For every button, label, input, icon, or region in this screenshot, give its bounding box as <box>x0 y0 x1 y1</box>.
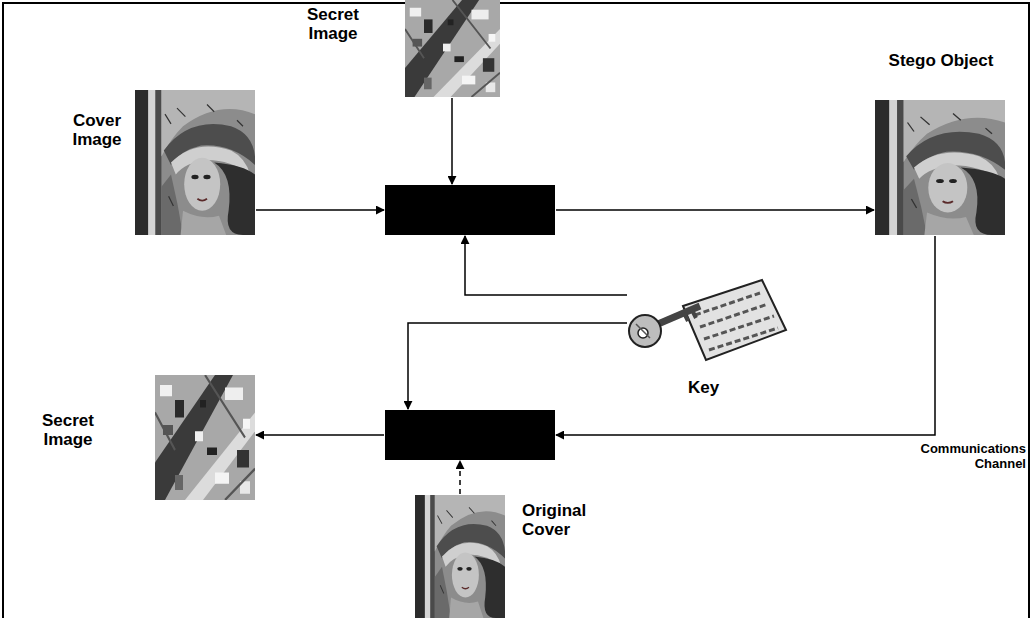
secret-image-picture <box>155 375 255 500</box>
image-label: Stego Object <box>866 52 1016 71</box>
secret-image-node: Secret Image <box>405 0 500 97</box>
image-label: Original Cover <box>522 502 596 539</box>
frame <box>3 3 1029 618</box>
secret-image-picture <box>405 0 500 97</box>
original-cover-picture <box>415 495 505 618</box>
image-label: Key <box>688 379 738 398</box>
original-cover-node: Original Cover <box>415 495 505 618</box>
stego-object-node: Stego Object <box>875 100 1005 235</box>
image-label: Cover Image <box>66 112 128 149</box>
embed-box <box>385 185 555 235</box>
key-symbol <box>629 280 786 360</box>
secret-image-node: Secret Image <box>155 375 255 500</box>
image-label: Secret Image <box>36 412 100 449</box>
channel-label: Communications Channel <box>914 442 1026 472</box>
image-label: Secret Image <box>300 6 366 43</box>
key-node: Key <box>625 275 790 375</box>
stego-image-picture <box>875 100 1005 235</box>
cover-image-picture <box>135 90 255 235</box>
cover-image-node: Cover Image <box>135 90 255 235</box>
arrows <box>256 98 935 494</box>
extract-box <box>385 410 555 460</box>
